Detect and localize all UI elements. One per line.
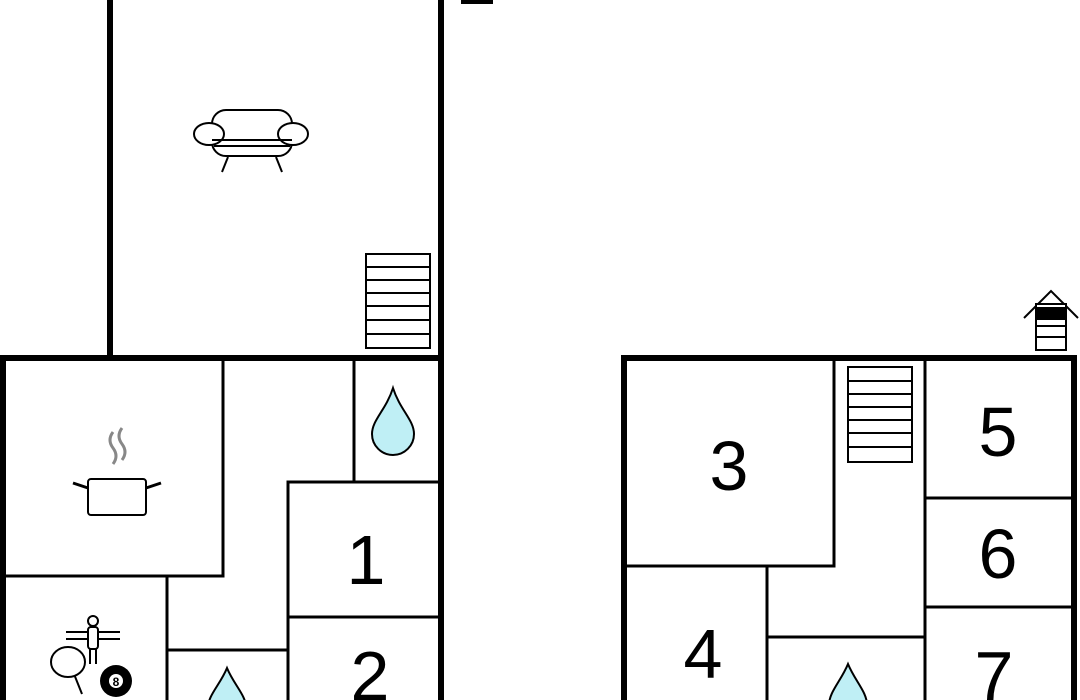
sofa-icon [193, 109, 309, 173]
water-drop-icon [370, 384, 416, 456]
house-upstairs-icon [1023, 289, 1079, 351]
room-number-3: 3 [710, 427, 749, 505]
water-drop-icon [828, 661, 868, 700]
cooking-pot-icon [72, 427, 162, 516]
stairs-icon [365, 253, 431, 349]
room-number-6: 6 [979, 515, 1018, 593]
wall-stub [461, 0, 493, 4]
room-number-7: 7 [975, 637, 1014, 700]
outer-wall [621, 355, 1077, 700]
room-number-5: 5 [979, 393, 1018, 471]
upper-floor [621, 355, 1077, 700]
water-drop-icon [208, 665, 246, 700]
room-number-4: 4 [684, 615, 723, 693]
room-number-1: 1 [347, 521, 386, 599]
ground-floor [0, 0, 493, 700]
interior-wall [624, 358, 1074, 700]
billiard-ball-number: 8 [113, 675, 120, 689]
ping-pong-paddle-icon [50, 646, 86, 695]
outer-wall [0, 0, 444, 700]
stairs-icon [847, 366, 913, 463]
interior-wall [3, 358, 442, 700]
table-football-icon [66, 615, 120, 664]
billiard-ball-icon: 8 [100, 665, 132, 697]
room-number-2: 2 [351, 637, 390, 700]
